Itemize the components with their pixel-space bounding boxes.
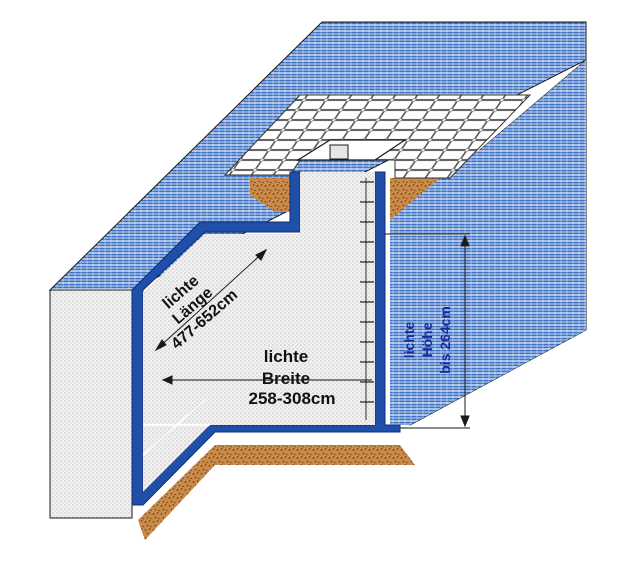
width-label-value: 258-308cm bbox=[249, 389, 336, 408]
width-label-line2: Breite bbox=[262, 369, 310, 388]
width-label-line1: lichte bbox=[264, 347, 308, 366]
width-dimension bbox=[161, 375, 372, 385]
height-label: lichte Höhe bis 264cm bbox=[401, 306, 453, 374]
manhole-cover bbox=[329, 144, 349, 160]
length-dimension bbox=[154, 248, 268, 352]
soil-top bbox=[250, 178, 302, 212]
soil-top-right bbox=[390, 178, 440, 220]
height-label-line2: Höhe bbox=[419, 322, 435, 357]
ground-front-right-face bbox=[390, 60, 586, 425]
ground-front-left-block bbox=[49, 289, 133, 519]
paving-stones bbox=[223, 94, 532, 179]
soil-bottom bbox=[138, 445, 415, 540]
shaft-interior bbox=[143, 234, 375, 492]
manhole-frame bbox=[295, 139, 407, 161]
height-label-line1: lichte bbox=[401, 322, 417, 359]
shaft-neck-interior bbox=[300, 172, 375, 234]
bench-line bbox=[142, 399, 206, 456]
height-dimension bbox=[385, 233, 470, 429]
height-label-value: bis 264cm bbox=[437, 306, 453, 374]
